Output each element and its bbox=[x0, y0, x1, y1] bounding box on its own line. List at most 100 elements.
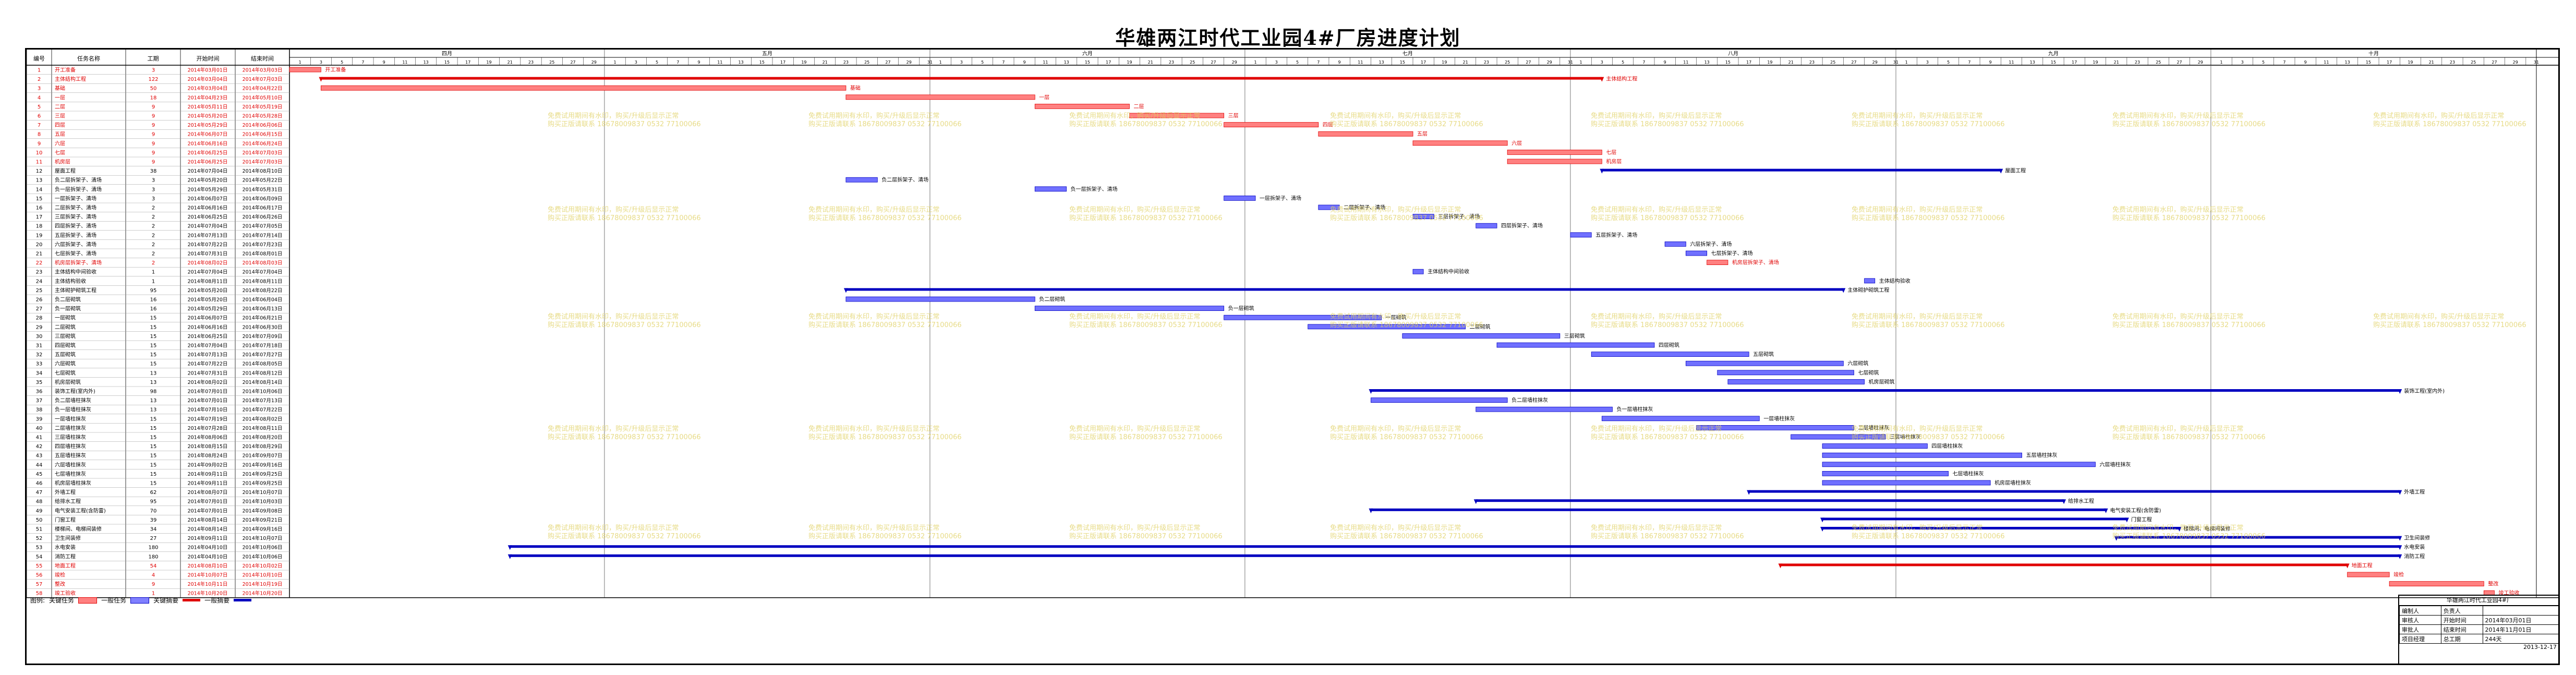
task-id: 18 bbox=[36, 224, 43, 230]
day-label: 13 bbox=[1704, 60, 1710, 65]
summary-start-marker bbox=[507, 554, 512, 559]
summary-start-marker bbox=[1747, 490, 1751, 495]
day-label: 9 bbox=[1023, 60, 1026, 65]
task-start: 2014年07月01日 bbox=[188, 397, 228, 404]
header-id: 编号 bbox=[33, 55, 45, 62]
sign-cell bbox=[2482, 606, 2560, 616]
day-label: 21 bbox=[1788, 60, 1794, 65]
bar-label: 开工准备 bbox=[325, 66, 346, 73]
task-duration: 3 bbox=[152, 68, 155, 74]
bar-label: 三层 bbox=[1228, 113, 1239, 119]
task-duration: 2 bbox=[152, 224, 155, 230]
task-id: 28 bbox=[36, 316, 43, 321]
task-start: 2014年08月14日 bbox=[188, 517, 228, 523]
task-id: 11 bbox=[36, 160, 43, 165]
day-label: 23 bbox=[2450, 60, 2455, 65]
task-id: 6 bbox=[38, 114, 41, 119]
task-duration: 15 bbox=[150, 462, 157, 468]
summary-start-marker bbox=[1820, 517, 1825, 523]
task-duration: 9 bbox=[152, 132, 155, 138]
day-label: 13 bbox=[1064, 60, 1069, 65]
task-bar bbox=[1601, 416, 1760, 421]
task-start: 2014年07月01日 bbox=[188, 508, 228, 514]
day-label: 27 bbox=[570, 60, 575, 65]
day-label: 11 bbox=[1683, 60, 1688, 65]
task-id: 8 bbox=[38, 132, 41, 138]
task-id: 41 bbox=[36, 435, 43, 441]
bar-label: 负二层砌筑 bbox=[1039, 296, 1065, 303]
task-start: 2014年09月02日 bbox=[188, 462, 228, 468]
task-start: 2014年07月01日 bbox=[188, 389, 228, 395]
task-duration: 1 bbox=[152, 591, 155, 597]
summary-bar bbox=[1476, 499, 2064, 502]
day-label: 27 bbox=[2176, 60, 2182, 65]
summary-end-marker bbox=[2398, 554, 2402, 559]
day-label: 7 bbox=[676, 60, 679, 65]
task-start: 2014年07月22日 bbox=[188, 242, 228, 248]
task-duration: 50 bbox=[150, 86, 157, 92]
task-start: 2014年07月01日 bbox=[188, 499, 228, 505]
bar-label: 负二层拆架子、清场 bbox=[881, 176, 928, 183]
task-name: 装饰工程(室内外) bbox=[55, 388, 95, 395]
task-bar bbox=[1224, 315, 1382, 320]
task-id: 15 bbox=[36, 196, 43, 202]
task-id: 56 bbox=[36, 573, 43, 578]
task-bar bbox=[1034, 306, 1225, 311]
day-label: 11 bbox=[1358, 60, 1363, 65]
task-name: 四层墙柱抹灰 bbox=[55, 443, 86, 450]
task-finish: 2014年06月21日 bbox=[243, 315, 283, 321]
task-duration: 2 bbox=[152, 206, 155, 211]
task-finish: 2014年09月25日 bbox=[243, 480, 283, 487]
day-label: 13 bbox=[424, 60, 429, 65]
task-name: 主体砌护砌筑工程 bbox=[55, 287, 96, 294]
day-label: 17 bbox=[2072, 60, 2077, 65]
task-finish: 2014年10月19日 bbox=[243, 581, 283, 587]
legend-label: 图例: bbox=[30, 597, 45, 604]
day-label: 11 bbox=[2009, 60, 2014, 65]
day-label: 5 bbox=[1296, 60, 1299, 65]
task-duration: 9 bbox=[152, 160, 155, 165]
sign-cell: 2014年11月01日 bbox=[2482, 624, 2560, 634]
task-duration: 13 bbox=[150, 380, 157, 385]
task-name: 七层 bbox=[55, 150, 65, 156]
task-id: 43 bbox=[36, 453, 43, 459]
task-start: 2014年06月25日 bbox=[188, 333, 228, 340]
page-title: 华雄两江时代工业园4#厂房进度计划 bbox=[1115, 26, 1461, 50]
task-name: 一层砌筑 bbox=[55, 315, 76, 321]
task-start: 2014年06月07日 bbox=[188, 196, 228, 202]
task-start: 2014年06月16日 bbox=[188, 324, 228, 330]
summary-start-marker bbox=[1820, 527, 1825, 532]
day-label: 19 bbox=[1767, 60, 1772, 65]
task-bar bbox=[1476, 223, 1497, 228]
task-start: 2014年05月20日 bbox=[188, 177, 228, 184]
task-start: 2014年05月29日 bbox=[188, 306, 228, 312]
bar-label: 六层墙柱抹灰 bbox=[2100, 461, 2131, 468]
task-finish: 2014年05月31日 bbox=[243, 186, 283, 192]
day-label: 15 bbox=[1400, 60, 1405, 65]
task-id: 48 bbox=[36, 499, 43, 505]
bar-label: 一层砌筑 bbox=[1386, 314, 1407, 321]
task-finish: 2014年06月17日 bbox=[243, 205, 283, 211]
bar-label: 四层砌筑 bbox=[1659, 342, 1679, 348]
bar-label: 整改 bbox=[2488, 581, 2498, 587]
task-duration: 15 bbox=[150, 334, 157, 340]
task-id: 46 bbox=[36, 481, 43, 487]
summary-start-marker bbox=[2114, 536, 2119, 541]
task-name: 门窗工程 bbox=[55, 516, 76, 523]
day-label: 17 bbox=[780, 60, 785, 65]
legend-critical-summary-label: 关键摘要 bbox=[153, 597, 179, 604]
task-id: 17 bbox=[36, 214, 43, 220]
task-duration: 9 bbox=[152, 150, 155, 156]
bar-label: 二层砌筑 bbox=[1470, 323, 1491, 330]
summary-start-marker bbox=[1778, 563, 1783, 569]
task-name: 整改 bbox=[55, 581, 65, 587]
task-name: 负一层砌筑 bbox=[55, 305, 81, 312]
bar-label: 主体结构工程 bbox=[1606, 76, 1637, 82]
task-duration: 9 bbox=[152, 582, 155, 587]
day-label: 7 bbox=[1642, 60, 1645, 65]
day-label: 19 bbox=[801, 60, 806, 65]
task-id: 35 bbox=[36, 380, 43, 385]
task-bar bbox=[2389, 581, 2484, 586]
task-name: 机房层墙柱抹灰 bbox=[55, 480, 91, 487]
